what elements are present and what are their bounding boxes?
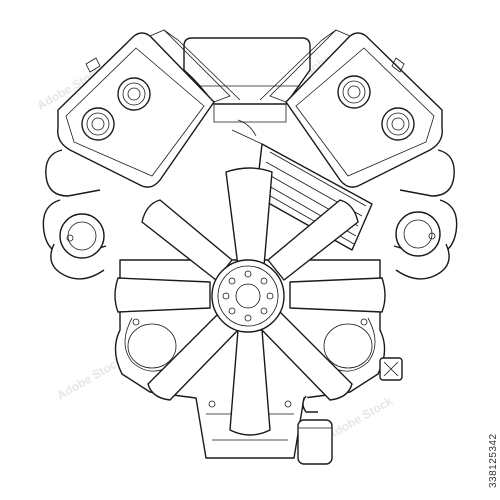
right-valve-cover [259,29,443,188]
left-exhaust-manifold [42,149,107,280]
svg-text:Adobe Stock: Adobe Stock [325,394,396,443]
stock-id-text: 338125342 [488,433,499,488]
stock-id-label: 338125342 [486,360,499,490]
svg-text:Adobe Stock: Adobe Stock [55,354,126,403]
right-exhaust-manifold [393,149,458,280]
cooling-fan [114,167,386,436]
left-valve-cover [57,29,241,188]
fan-hub [211,259,285,333]
starter-motor [297,357,403,465]
